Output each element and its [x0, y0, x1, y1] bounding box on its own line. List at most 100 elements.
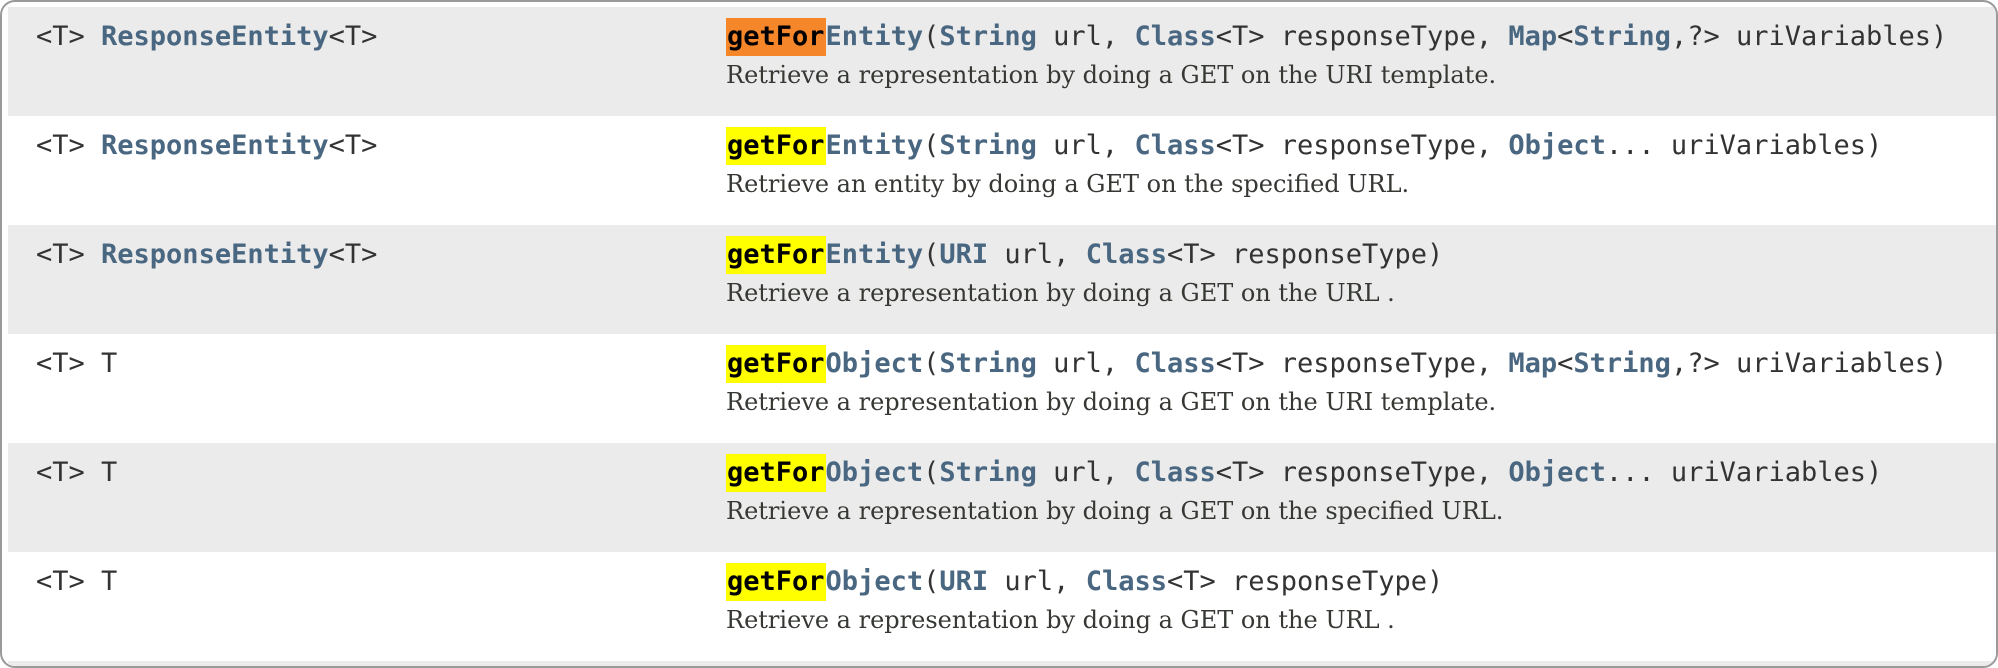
type-link[interactable]: Class [1085, 566, 1167, 597]
type-link[interactable]: Map [1508, 21, 1558, 52]
method-row: <T> ResponseEntity<T>getForEntity(String… [8, 116, 1996, 225]
method-signature: getForEntity(String url, Class<T> respon… [726, 18, 1996, 56]
type-link[interactable]: Object [825, 457, 924, 488]
code-text: ( [923, 239, 940, 270]
code-text: ( [923, 21, 940, 52]
search-highlight: getFor [726, 127, 826, 165]
method-signature: getForEntity(URI url, Class<T> responseT… [726, 236, 1996, 274]
type-link[interactable]: Map [1508, 348, 1558, 379]
type-link[interactable]: Entity [825, 21, 924, 52]
type-link[interactable]: Object [1508, 130, 1606, 161]
return-type-code: <T> T [36, 456, 726, 490]
method-description: Retrieve a representation by doing a GET… [726, 497, 1504, 525]
code-text: url, [1036, 348, 1135, 379]
type-link[interactable]: Object [1508, 457, 1606, 488]
method-signature: getForObject(String url, Class<T> respon… [726, 345, 1996, 383]
search-highlight: getFor [726, 236, 826, 274]
code-text: ... uriVariables) [1605, 130, 1883, 161]
return-type-cell: <T> T [36, 347, 726, 381]
type-link[interactable]: String [939, 21, 1037, 52]
method-description: Retrieve a representation by doing a GET… [726, 61, 1497, 89]
code-text: url, [988, 239, 1086, 270]
signature-cell: getForEntity(URI url, Class<T> responseT… [726, 236, 1996, 311]
code-text: ( [923, 566, 940, 597]
type-link[interactable]: URI [939, 239, 989, 270]
type-link[interactable]: ResponseEntity [101, 21, 329, 52]
code-text: <T> responseType) [1166, 566, 1444, 597]
code-text: ( [923, 348, 940, 379]
code-text: <T> responseType, [1215, 21, 1509, 52]
code-text: <T> responseType, [1215, 130, 1509, 161]
code-text: <T> [36, 130, 102, 161]
type-link[interactable]: Class [1134, 21, 1216, 52]
code-text: <T> responseType, [1215, 348, 1509, 379]
method-summary-table: <T> ResponseEntity<T>getForEntity(String… [8, 7, 1996, 661]
code-text: ( [923, 130, 940, 161]
type-link[interactable]: URI [939, 566, 989, 597]
signature-cell: getForEntity(String url, Class<T> respon… [726, 127, 1996, 202]
type-link[interactable]: Object [825, 566, 924, 597]
method-description: Retrieve a representation by doing a GET… [726, 606, 1395, 634]
type-link[interactable]: String [1573, 21, 1671, 52]
code-text: ,?> uriVariables) [1670, 348, 1948, 379]
code-text: < [1557, 348, 1574, 379]
code-text: ,?> uriVariables) [1670, 21, 1948, 52]
return-type-cell: <T> T [36, 456, 726, 490]
type-link[interactable]: ResponseEntity [101, 130, 329, 161]
code-text: <T> [328, 130, 378, 161]
code-text: url, [1036, 130, 1135, 161]
type-link[interactable]: String [1573, 348, 1671, 379]
type-link[interactable]: Class [1134, 457, 1216, 488]
code-text: <T> T [36, 566, 118, 597]
return-type-cell: <T> ResponseEntity<T> [36, 20, 726, 54]
method-row: <T> ResponseEntity<T>getForEntity(URI ur… [8, 225, 1996, 334]
search-highlight: getFor [726, 18, 826, 56]
method-description: Retrieve a representation by doing a GET… [726, 279, 1395, 307]
next-row-partial [8, 661, 1996, 666]
return-type-cell: <T> T [36, 565, 726, 599]
code-text: <T> T [36, 348, 118, 379]
type-link[interactable]: String [939, 457, 1037, 488]
code-text: <T> [36, 239, 102, 270]
type-link[interactable]: Class [1134, 348, 1216, 379]
type-link[interactable]: Class [1085, 239, 1167, 270]
return-type-cell: <T> ResponseEntity<T> [36, 129, 726, 163]
code-text: <T> responseType) [1166, 239, 1444, 270]
return-type-code: <T> T [36, 565, 726, 599]
type-link[interactable]: Object [825, 348, 924, 379]
signature-cell: getForEntity(String url, Class<T> respon… [726, 18, 1996, 93]
code-text: <T> [328, 21, 378, 52]
code-text: url, [1036, 457, 1135, 488]
type-link[interactable]: ResponseEntity [101, 239, 329, 270]
code-text: <T> responseType, [1215, 457, 1509, 488]
return-type-code: <T> ResponseEntity<T> [36, 20, 726, 54]
type-link[interactable]: Entity [825, 130, 924, 161]
return-type-cell: <T> ResponseEntity<T> [36, 238, 726, 272]
method-row: <T> ResponseEntity<T>getForEntity(String… [8, 7, 1996, 116]
return-type-code: <T> T [36, 347, 726, 381]
type-link[interactable]: Entity [825, 239, 924, 270]
code-text: ... uriVariables) [1605, 457, 1883, 488]
method-description: Retrieve a representation by doing a GET… [726, 388, 1497, 416]
return-type-code: <T> ResponseEntity<T> [36, 129, 726, 163]
code-text: url, [1036, 21, 1135, 52]
signature-cell: getForObject(String url, Class<T> respon… [726, 345, 1996, 420]
search-highlight: getFor [726, 345, 826, 383]
search-highlight: getFor [726, 454, 826, 492]
type-link[interactable]: String [939, 348, 1037, 379]
type-link[interactable]: Class [1134, 130, 1216, 161]
code-text: <T> [328, 239, 378, 270]
search-highlight: getFor [726, 563, 826, 601]
signature-cell: getForObject(URI url, Class<T> responseT… [726, 563, 1996, 638]
method-row: <T> T getForObject(URI url, Class<T> resp… [8, 552, 1996, 661]
code-text: <T> T [36, 457, 118, 488]
code-text: ( [923, 457, 940, 488]
code-text: <T> [36, 21, 102, 52]
code-text: url, [988, 566, 1086, 597]
code-text: < [1557, 21, 1574, 52]
type-link[interactable]: String [939, 130, 1037, 161]
method-description: Retrieve an entity by doing a GET on the… [726, 170, 1410, 198]
